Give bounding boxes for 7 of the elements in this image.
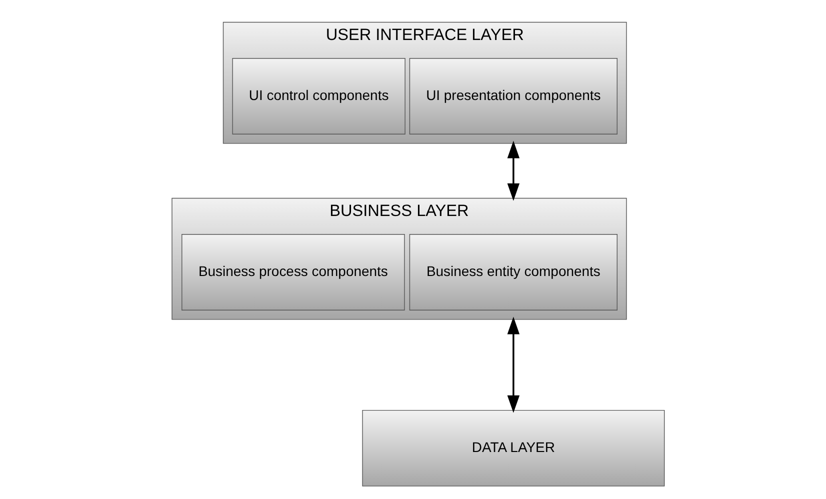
node-box: Business entity components [408,234,617,310]
arrow [506,140,520,201]
node-box: DATA LAYER [362,410,664,486]
node-box: Business process components [181,234,404,310]
arrow [506,316,520,413]
node-box: UI control components [232,58,405,134]
node-box: UI presentation components [408,58,617,134]
